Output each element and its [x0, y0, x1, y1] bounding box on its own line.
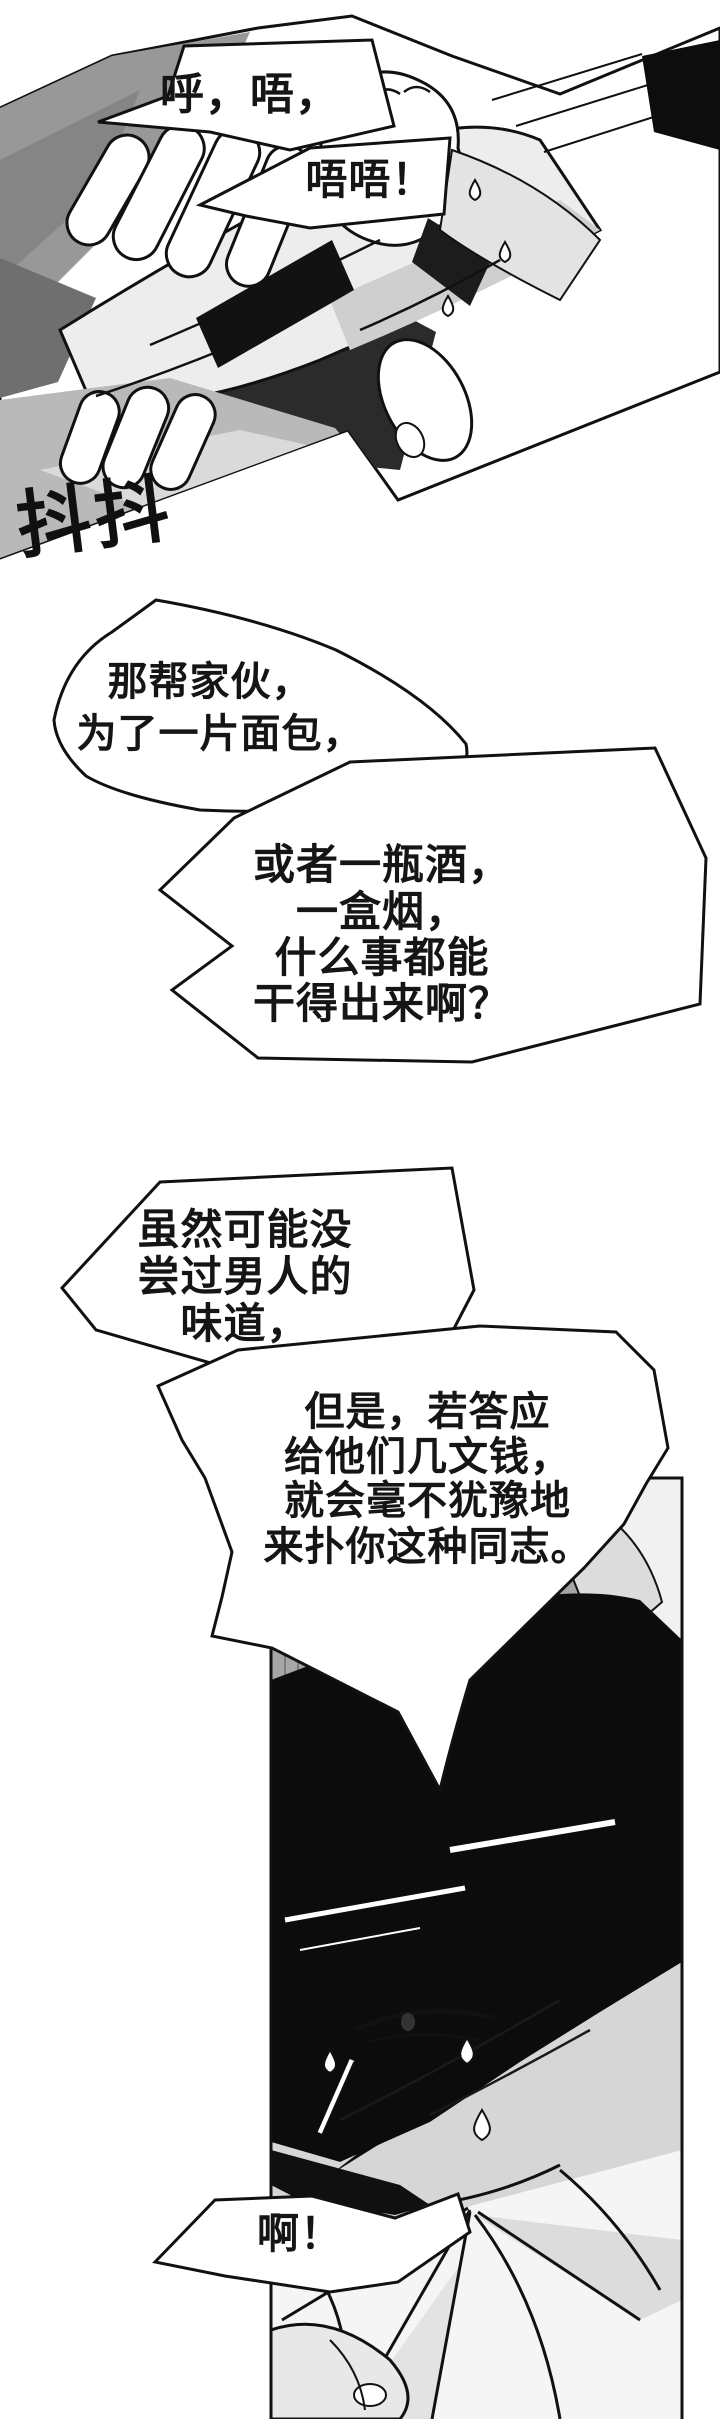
speech-text-b5-line-3: 味道，	[180, 1299, 310, 1348]
closed-eye-artwork	[367, 2032, 479, 2044]
speech-bubbles-layer	[52, 38, 708, 2294]
speech-text-b6-line-2: 给他们几文钱，	[284, 1434, 571, 1480]
thumbnail-artwork	[394, 421, 426, 459]
speech-text-b1: 呼，唔，	[160, 69, 340, 120]
speech-text-b6-line-4: 来扑你这种同志。	[263, 1524, 592, 1570]
speech-bubble-1	[97, 38, 396, 152]
hair-strand-artwork	[330, 2000, 590, 2175]
speech-text-b7: 啊！	[256, 2209, 343, 2258]
speech-text-b3-line-2: 为了一片面包，	[76, 711, 364, 757]
speech-text-b2: 唔唔！	[305, 155, 435, 204]
face-artwork	[271, 1962, 682, 2230]
corner-wedge-artwork	[642, 40, 720, 150]
speech-text-b3-line-1: 那帮家伙，	[107, 659, 313, 705]
eyebrow-artwork	[353, 2008, 496, 2033]
speech-bubble-2	[195, 136, 452, 230]
fabric-crease-artwork	[281, 2168, 662, 2419]
speech-text-b4-line-4: 干得出来啊？	[252, 979, 511, 1028]
speech-text-b4-line-2: 一盒烟，	[295, 887, 468, 936]
arm-shadow-artwork	[0, 258, 96, 398]
speech-bubble-6	[156, 1324, 670, 1795]
speech-text-b4-line-1: 或者一瓶酒，	[252, 840, 511, 889]
finger-artwork	[149, 393, 217, 491]
finger-artwork	[101, 385, 171, 490]
sweat-drop-icon	[323, 2048, 337, 2075]
speech-text-b5-line-1: 虽然可能没	[137, 1205, 353, 1254]
eye-artwork	[401, 2013, 415, 2031]
speech-text-b4-line-3: 什么事都能	[274, 933, 490, 982]
speech-bubble-7	[152, 2192, 472, 2294]
speech-bubble-4	[157, 746, 708, 1064]
sweat-drop-icon	[473, 2108, 491, 2142]
hair-highlight-artwork	[449, 1819, 616, 1853]
sfx-text: 抖抖	[12, 465, 178, 571]
sweat-drop-icon	[459, 2036, 475, 2066]
sweat-drop-icon	[441, 178, 512, 318]
speech-text-b6-line-1: 但是，若答应	[304, 1389, 551, 1435]
speech-text-b5-line-2: 尝过男人的	[137, 1252, 353, 1301]
speech-text-b6-line-3: 就会毫不犹豫地	[284, 1478, 571, 1524]
